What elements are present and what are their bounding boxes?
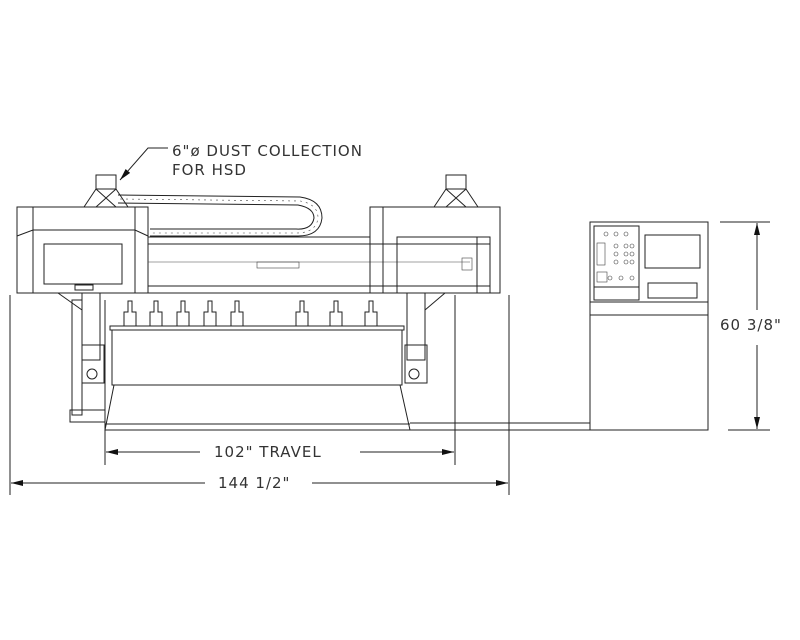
callout-leader [119, 147, 168, 181]
cable-chain [117, 194, 323, 237]
callout-line1: 6"ø DUST COLLECTION [172, 142, 363, 160]
overall-width-dimension [9, 295, 510, 495]
left-housing [16, 206, 149, 294]
tool-rack [123, 300, 378, 327]
gantry-beam [147, 236, 490, 294]
dust-hood-left [83, 174, 129, 208]
callout-line2: FOR HSD [172, 161, 247, 179]
overall-width-label: 144 1/2" [214, 474, 295, 492]
travel-dimension [104, 295, 456, 465]
travel-dimension-label: 102" TRAVEL [210, 443, 326, 461]
controller-height-label: 60 3/8" [720, 316, 782, 334]
controller-cabinet [589, 221, 709, 431]
height-dimension [720, 221, 770, 431]
machine-legs [57, 292, 446, 423]
machine-table [104, 325, 411, 431]
right-housing [369, 206, 501, 294]
dust-hood-right [433, 174, 479, 208]
